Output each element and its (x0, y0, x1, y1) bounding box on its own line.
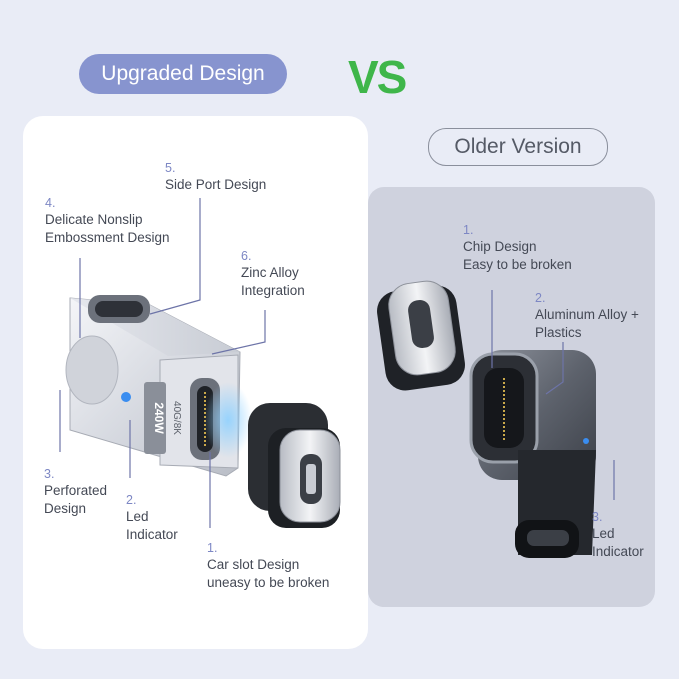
older-adapter-image (469, 350, 596, 558)
upgraded-design-badge: Upgraded Design (79, 54, 287, 94)
callout-zinc-alloy: 6. Zinc Alloy Integration (241, 249, 305, 298)
vs-label: VS (348, 51, 407, 103)
older-plug-image (377, 280, 465, 391)
callout-aluminum-plastics: 2. Aluminum Alloy + Plastics (535, 291, 639, 340)
callout-nonslip-embossment: 4. Delicate Nonslip Embossment Design (45, 196, 170, 245)
callout-older-led-indicator: 3. Led Indicator (592, 510, 644, 559)
magnetic-glow (204, 382, 252, 458)
callout-chip-design: 1. Chip Design Easy to be broken (463, 223, 572, 272)
older-version-badge: Older Version (428, 128, 608, 166)
speed-rating-print: 40G/8K (171, 401, 182, 435)
callout-car-slot-design: 1. Car slot Design uneasy to be broken (207, 541, 330, 590)
upgraded-plug-image (248, 403, 341, 528)
callout-perforated-design: 3. Perforated Design (44, 467, 108, 516)
power-rating-print: 240W (152, 402, 166, 434)
callout-side-port: 5. Side Port Design (165, 161, 267, 192)
callout-led-indicator: 2. Led Indicator (126, 493, 178, 542)
